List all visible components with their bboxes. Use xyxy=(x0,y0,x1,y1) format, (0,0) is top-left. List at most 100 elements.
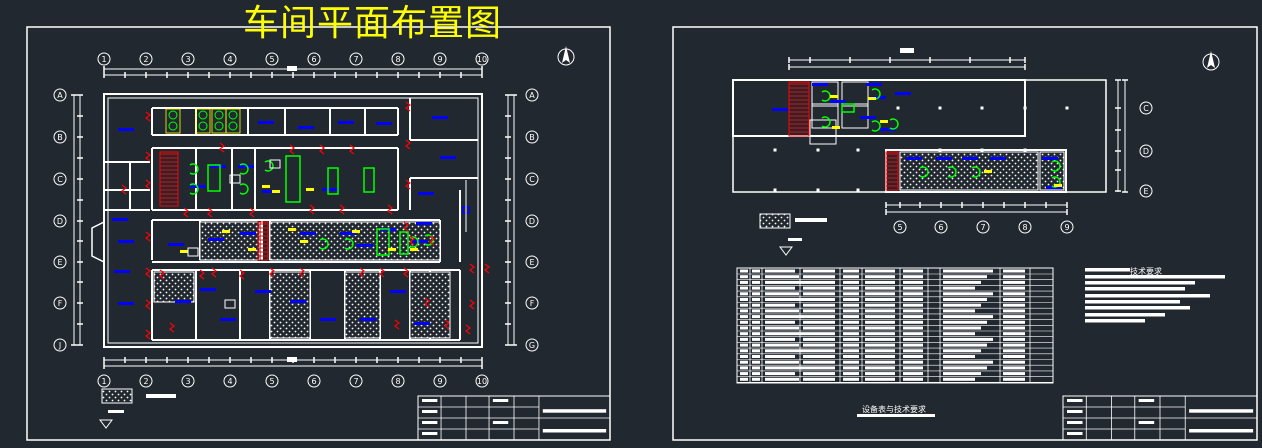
table-cell-text xyxy=(943,337,993,341)
table-cell-text xyxy=(765,286,795,290)
grid-bubble-bottom: 10 xyxy=(475,374,489,388)
table-cell-text xyxy=(843,309,859,313)
door-symbol xyxy=(145,151,151,162)
sink-fixture xyxy=(344,238,354,250)
door-symbol xyxy=(145,299,151,310)
door-symbol xyxy=(387,204,393,215)
tech-requirement-line xyxy=(1085,294,1210,298)
table-cell-text xyxy=(765,309,799,313)
column-marker xyxy=(938,106,942,110)
equipment-block xyxy=(1042,157,1058,160)
label-marker xyxy=(306,188,314,191)
equipment-block xyxy=(118,240,134,243)
title-block-text xyxy=(1067,410,1083,413)
equipment-block xyxy=(210,165,226,168)
grid-bubble-label: F xyxy=(58,299,63,308)
label-marker xyxy=(248,248,256,251)
table-cell-text xyxy=(843,303,859,307)
room-cell xyxy=(811,81,839,107)
table-cell-text xyxy=(1003,269,1025,273)
grid-bubble-label: 6 xyxy=(311,55,316,64)
label-marker xyxy=(272,190,280,193)
table-cell-text xyxy=(903,326,923,330)
table-cell-text xyxy=(843,280,859,284)
grid-bubble-top: 3 xyxy=(181,52,195,66)
grid-bubble-bottom: 5 xyxy=(265,374,279,388)
table-cell-text xyxy=(765,298,803,301)
table-cell-text xyxy=(1003,286,1025,290)
hatched-room xyxy=(344,271,381,339)
label-marker xyxy=(984,170,992,173)
table-cell-text xyxy=(752,355,760,358)
table-cell-text xyxy=(843,298,859,301)
grid-bubble-label: E xyxy=(1143,187,1148,196)
equipment-block xyxy=(238,165,254,168)
table-cell-text xyxy=(1003,280,1025,284)
table-cell-text xyxy=(740,343,748,347)
grid-bubble-circle xyxy=(53,255,67,269)
grid-bubble-bottom: 7 xyxy=(349,374,363,388)
grid-bubble-left: J xyxy=(53,338,67,352)
equipment-block xyxy=(860,116,876,119)
title-block-text xyxy=(1189,429,1254,433)
grid-bubble-circle xyxy=(181,52,195,66)
grid-bubble-circle xyxy=(1139,184,1153,198)
table-cell-text xyxy=(903,286,923,290)
grid-bubble-circle xyxy=(525,214,539,228)
sink-fixture xyxy=(319,238,329,250)
table-cell-text xyxy=(803,332,835,336)
column-marker xyxy=(896,106,900,110)
sink-fixture xyxy=(821,116,831,128)
grid-bubble-right: D xyxy=(525,214,539,228)
main-equipment-blocks xyxy=(112,108,470,325)
tech-requirement-line xyxy=(1085,313,1165,317)
table-cell-text xyxy=(740,292,748,296)
tech-requirement-line xyxy=(1085,306,1190,310)
grid-bubble-circle xyxy=(391,52,405,66)
table-cell-text xyxy=(765,269,795,273)
grid-bubble-label: 5 xyxy=(269,55,274,64)
equipment-block xyxy=(812,83,828,86)
grid-bubble-label: B xyxy=(529,133,535,142)
fixture-box xyxy=(229,174,241,184)
grid-bubble-circle xyxy=(265,374,279,388)
equipment-block xyxy=(300,232,316,235)
table-cell-text xyxy=(903,343,923,347)
equipment-block xyxy=(772,108,788,111)
equipment-table xyxy=(736,267,1054,384)
sink-fixture xyxy=(189,183,199,195)
equipment-block xyxy=(338,121,354,124)
table-cell-text xyxy=(803,320,835,324)
sink-fixture xyxy=(821,90,831,102)
grid-bubble-circle xyxy=(934,220,948,234)
grid-bubble-label: F xyxy=(530,299,535,308)
equipment-block xyxy=(866,83,882,86)
grid-bubble-circle xyxy=(307,52,321,66)
door-symbol xyxy=(219,142,225,153)
table-cell-text xyxy=(943,372,981,376)
table-cell-text xyxy=(1003,303,1025,307)
right-sheet-frame xyxy=(672,26,1258,441)
table-cell-text xyxy=(843,360,859,364)
grid-bubble-circle xyxy=(53,130,67,144)
grid-bubble-bottom: 8 xyxy=(1018,220,1032,234)
table-cell-text xyxy=(865,349,895,353)
column-marker xyxy=(980,106,984,110)
table-cell-text xyxy=(865,360,895,364)
grid-bubble-bottom: 1 xyxy=(97,374,111,388)
grid-bubble-circle xyxy=(433,374,447,388)
sink-fixture xyxy=(1051,160,1061,172)
stair-block xyxy=(159,151,179,207)
grid-bubble-label: C xyxy=(57,175,63,184)
tech-requirement-line xyxy=(1085,300,1180,304)
sink-fixture xyxy=(889,118,899,130)
equipment-block xyxy=(208,238,224,241)
grid-bubble-bottom: 7 xyxy=(976,220,990,234)
door-symbol xyxy=(403,221,409,232)
fixture-box xyxy=(224,299,236,309)
table-cell-text xyxy=(765,377,799,381)
table-cell-text xyxy=(752,326,760,330)
